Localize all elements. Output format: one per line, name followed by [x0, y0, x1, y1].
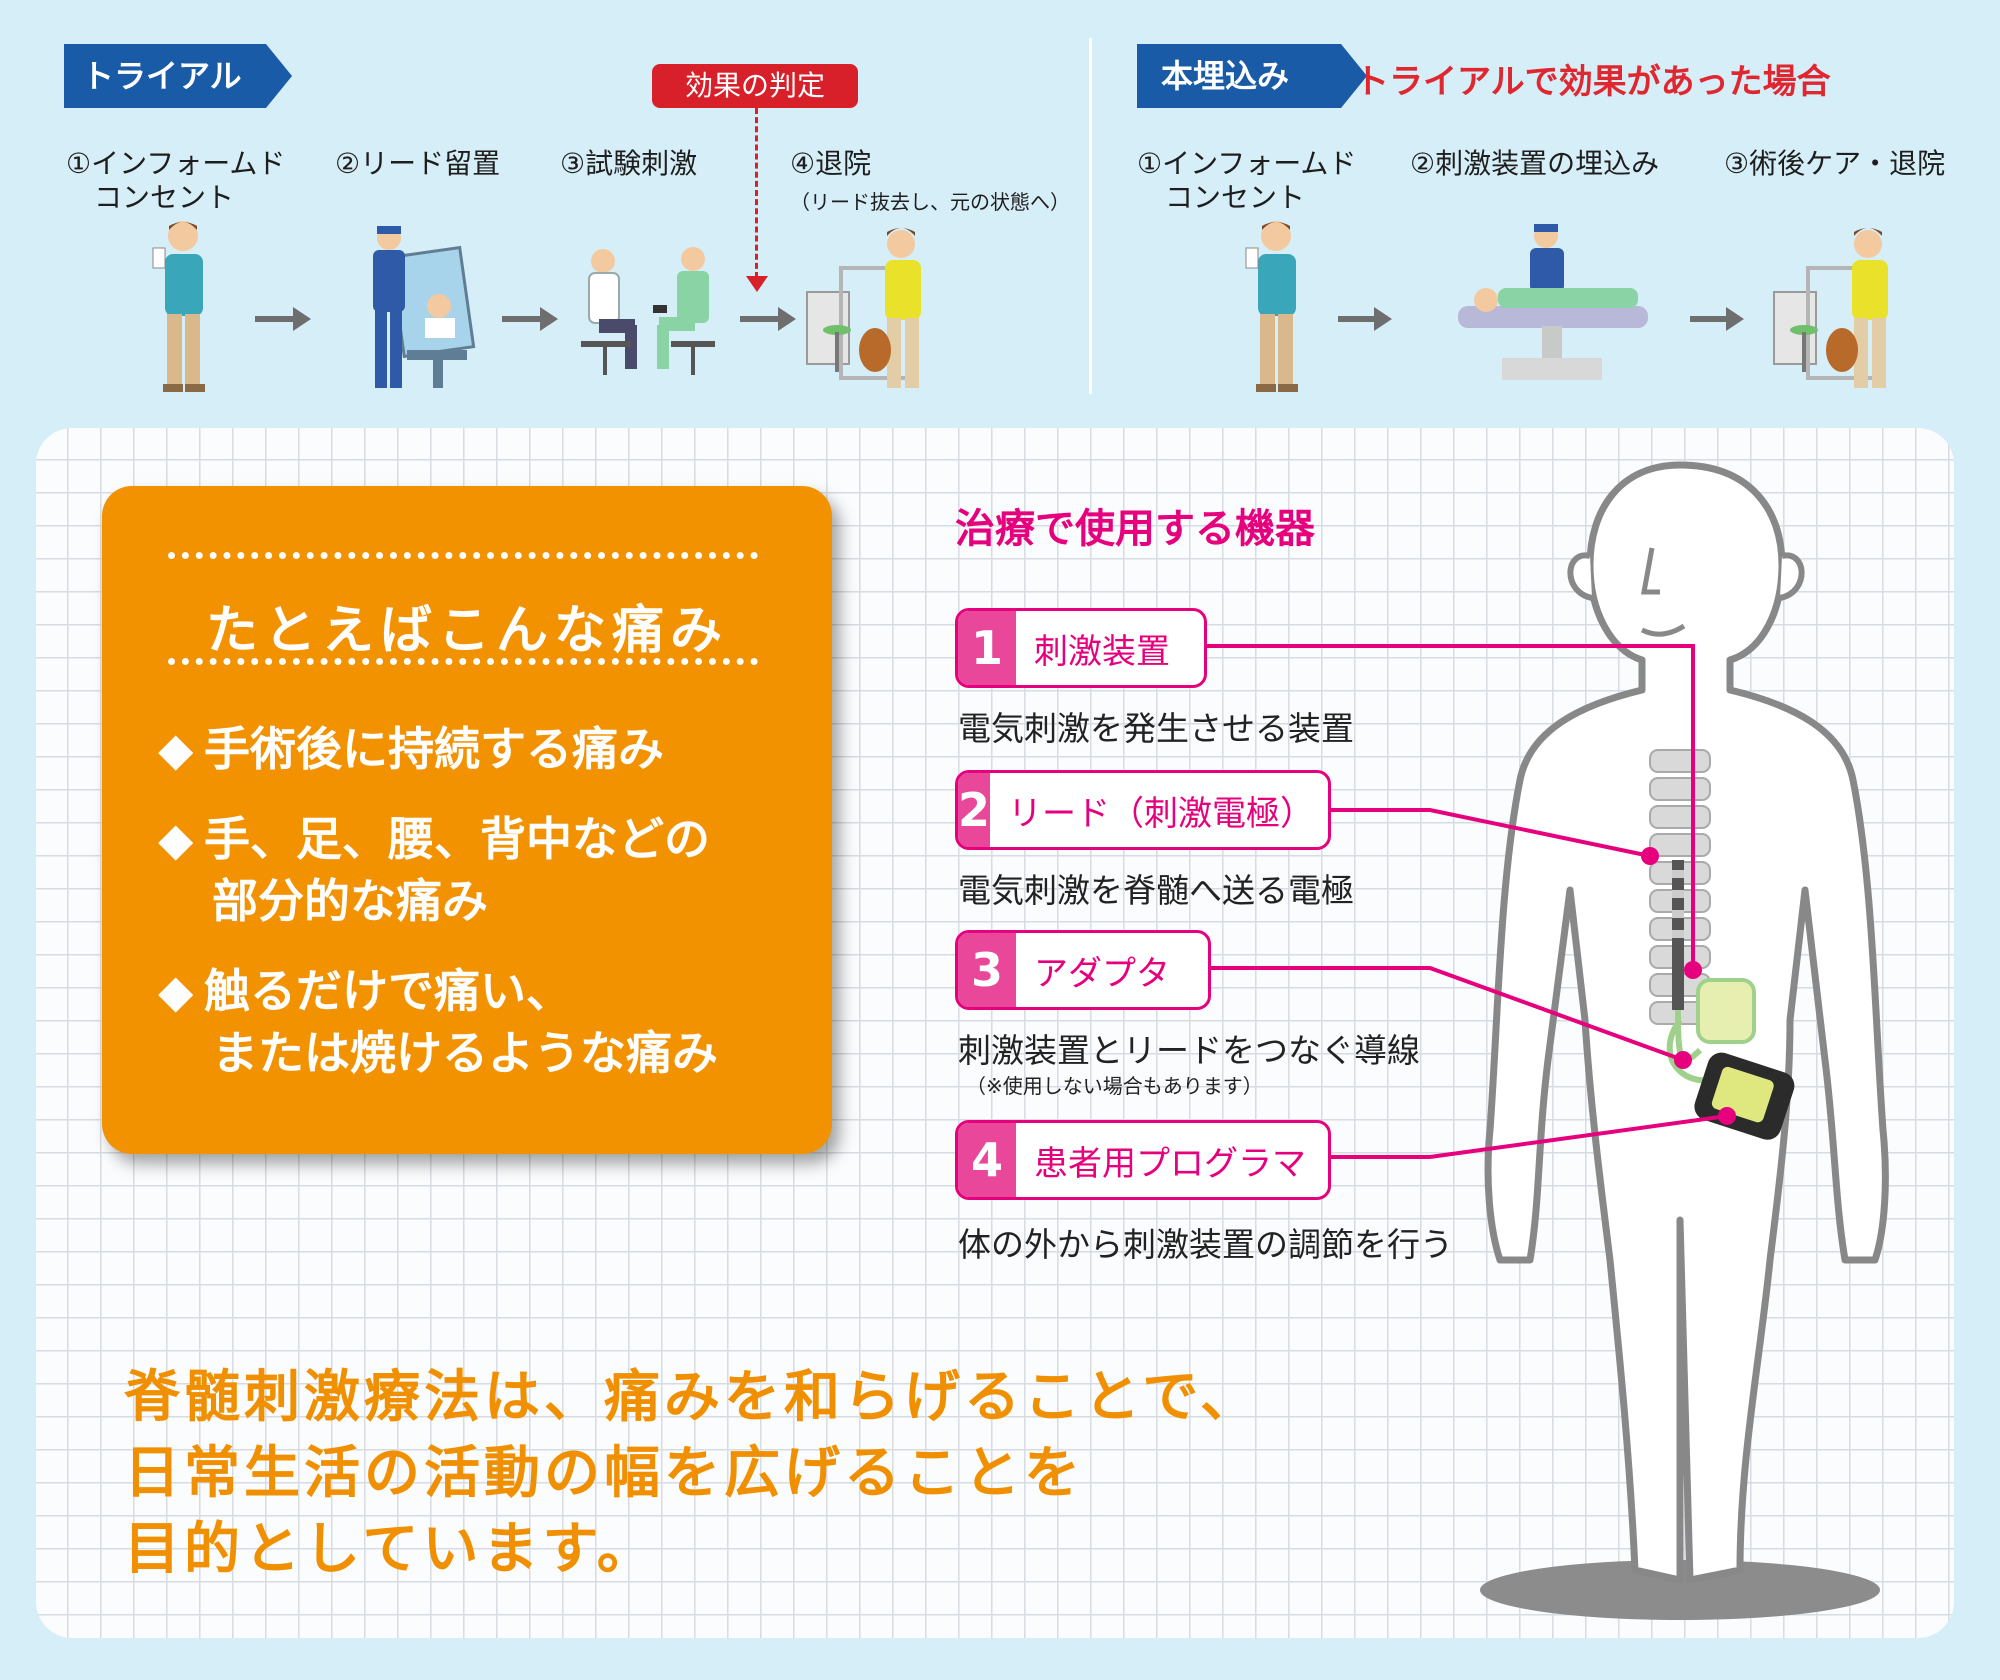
trial-step-3: ③試験刺激	[560, 147, 698, 180]
pain-item-2: ◆手、足、腰、背中などの 部分的な痛み	[158, 808, 710, 932]
trial-step-1: ①インフォームド コンセント	[66, 147, 286, 214]
pain-title: たとえばこんな痛み	[205, 601, 728, 661]
trial-arrow-1	[255, 307, 311, 331]
pain-examples-box: たとえばこんな痛み ◆手術後に持続する痛み ◆手、足、腰、背中などの 部分的な痛…	[102, 486, 832, 1154]
discharge-figure	[806, 228, 921, 388]
purpose-line-3: 目的としています。	[124, 1517, 657, 1582]
implant-arrow-1	[1338, 307, 1392, 331]
implant-arrow-2	[1690, 307, 1744, 331]
pain-item-1: ◆手術後に持続する痛み	[158, 718, 664, 780]
trial-step-4: ④退院	[790, 147, 872, 180]
diamond-bullet-icon: ◆	[158, 964, 194, 1018]
device-note-3: （※使用しない場合もあります）	[966, 1074, 1263, 1098]
trial-tag: トライアル	[64, 44, 292, 108]
purpose-line-1: 脊髄刺激療法は、痛みを和らげることで、	[124, 1365, 1261, 1430]
judgement-label: 効果の判定	[652, 64, 858, 108]
implant-tag: 本埋込み	[1137, 44, 1367, 108]
trial-stimulation-figure	[581, 247, 715, 375]
implant-step-1: ①インフォームド コンセント	[1137, 147, 1357, 214]
pain-title-dots-bottom	[168, 658, 758, 665]
device-desc-3: 刺激装置とリードをつなぐ導線	[958, 1031, 1420, 1070]
trial-arrow-3	[740, 307, 796, 331]
trial-step-2: ②リード留置	[335, 147, 501, 180]
pain-title-dots-top	[168, 552, 758, 559]
device-desc-2: 電気刺激を脊髄へ送る電極	[958, 871, 1354, 910]
patient-consent-figure	[152, 221, 205, 392]
device-desc-4: 体の外から刺激装置の調節を行う	[958, 1225, 1453, 1264]
trial-step-4-sub: （リード抜去し、元の状態へ）	[790, 190, 1070, 214]
diamond-bullet-icon: ◆	[158, 722, 194, 776]
implant-discharge-figure	[1773, 228, 1888, 388]
implant-condition-note: トライアルで効果があった場合	[1355, 62, 1831, 102]
diamond-bullet-icon: ◆	[158, 812, 194, 866]
device-desc-1: 電気刺激を発生させる装置	[958, 709, 1354, 748]
trial-arrow-2	[502, 307, 558, 331]
judgement-dashed-line	[755, 108, 758, 278]
pain-item-3: ◆触るだけで痛い、 または焼けるような痛み	[158, 960, 718, 1084]
purpose-line-2: 日常生活の活動の幅を広げることを	[124, 1441, 1084, 1506]
implant-step-2: ②刺激装置の埋込み	[1410, 147, 1660, 180]
device-heading: 治療で使用する機器	[955, 506, 1315, 552]
lead-placement-figure	[373, 226, 476, 388]
implant-consent-figure	[1245, 221, 1298, 392]
section-divider	[1089, 38, 1092, 394]
implant-surgery-figure	[1458, 224, 1648, 380]
judgement-arrowhead	[746, 276, 768, 292]
implant-step-3: ③術後ケア・退院	[1724, 147, 1946, 180]
